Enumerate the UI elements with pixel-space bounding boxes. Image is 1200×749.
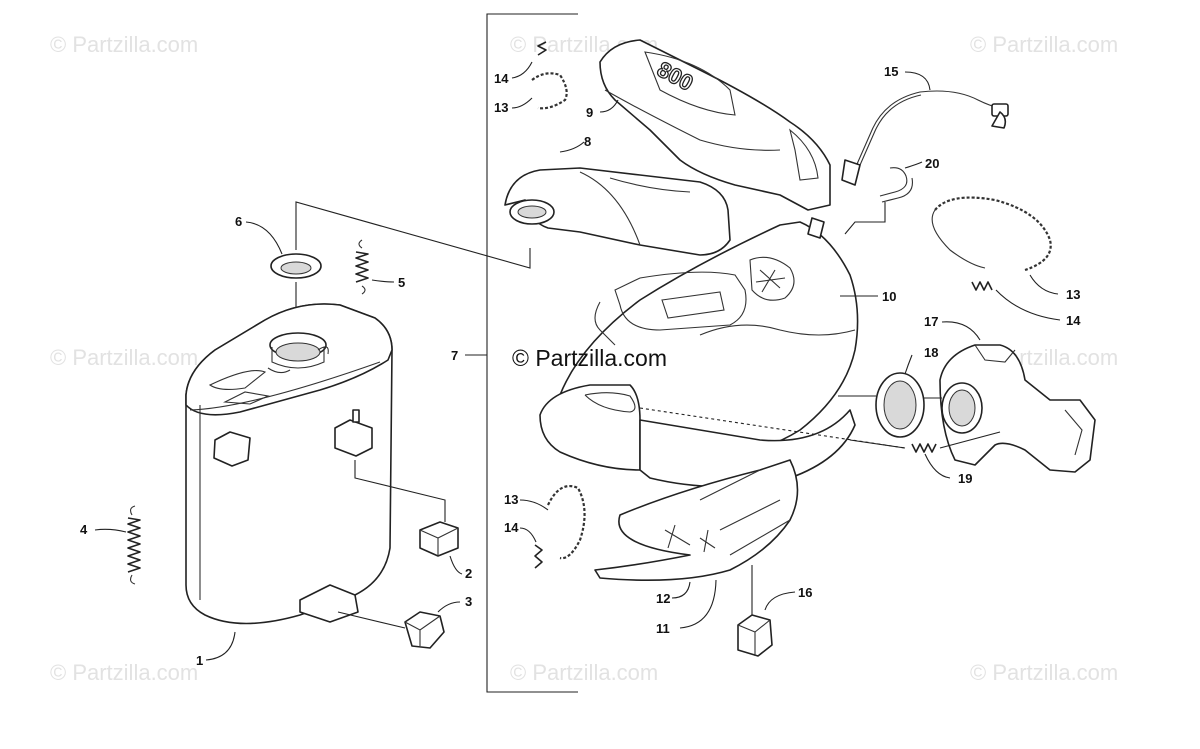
callout-13: 13 bbox=[1066, 287, 1080, 302]
watermark: © Partzilla.com bbox=[50, 660, 199, 685]
copyright-text: © Partzilla.com bbox=[512, 345, 667, 371]
leader-2-up bbox=[354, 460, 446, 522]
leader-19c bbox=[939, 431, 1001, 449]
callout-11: 11 bbox=[656, 621, 670, 636]
leader-13b bbox=[519, 499, 549, 511]
leader-4 bbox=[94, 528, 127, 533]
callout-14: 14 bbox=[1066, 313, 1081, 328]
callout-14: 14 bbox=[494, 71, 509, 86]
dashed-alignment-line bbox=[639, 407, 906, 449]
callout-7: 7 bbox=[451, 348, 458, 363]
callout-10: 10 bbox=[882, 289, 896, 304]
callout-3: 3 bbox=[465, 594, 472, 609]
muffler[interactable] bbox=[185, 303, 393, 625]
clip-part-2[interactable] bbox=[419, 521, 459, 557]
leader-6b bbox=[295, 201, 531, 269]
callout-12: 12 bbox=[656, 591, 670, 606]
spring-part-4[interactable] bbox=[127, 505, 141, 585]
leader-6 bbox=[245, 221, 283, 255]
watermark: © Partzilla.com bbox=[50, 32, 199, 57]
callout-2: 2 bbox=[465, 566, 472, 581]
ring-part-18[interactable] bbox=[875, 372, 925, 438]
watermark: © Partzilla.com bbox=[50, 345, 199, 370]
leader-9 bbox=[599, 99, 619, 113]
silencer-shell-part-9[interactable]: 800 bbox=[599, 39, 831, 211]
leader-1 bbox=[205, 631, 236, 661]
leader-17 bbox=[941, 321, 981, 341]
leader-2 bbox=[449, 555, 463, 575]
clip-part-3[interactable] bbox=[404, 611, 445, 649]
callout-13: 13 bbox=[494, 100, 508, 115]
leader-14a bbox=[511, 61, 533, 79]
spring-part-5[interactable] bbox=[355, 239, 369, 295]
callout-17: 17 bbox=[924, 314, 938, 329]
spring-right[interactable] bbox=[971, 281, 993, 291]
spring-part-19[interactable] bbox=[911, 443, 937, 453]
leader-13a bbox=[511, 97, 533, 109]
leader-12 bbox=[671, 581, 691, 599]
leader-3 bbox=[437, 601, 461, 613]
callout-8: 8 bbox=[584, 134, 591, 149]
heat-shield-part-12[interactable] bbox=[594, 459, 799, 582]
lower-heat-shield[interactable] bbox=[539, 384, 856, 488]
muffler-bracket-upper bbox=[213, 409, 373, 467]
clamp-band-top[interactable] bbox=[531, 72, 568, 110]
watermark: © Partzilla.com bbox=[510, 660, 659, 685]
callout-9: 9 bbox=[586, 105, 593, 120]
group-bracket bbox=[486, 13, 578, 693]
leader-5 bbox=[371, 279, 395, 283]
callout-18: 18 bbox=[924, 345, 938, 360]
leader-3-up bbox=[337, 611, 406, 629]
leader-8 bbox=[559, 141, 585, 153]
leader-11 bbox=[679, 579, 717, 629]
leader-14b bbox=[519, 527, 537, 543]
callout-1: 1 bbox=[196, 653, 203, 668]
spring-lower[interactable] bbox=[534, 544, 543, 569]
callout-5: 5 bbox=[398, 275, 405, 290]
watermark: © Partzilla.com bbox=[970, 660, 1119, 685]
callout-13: 13 bbox=[504, 492, 518, 507]
hook-part-20[interactable] bbox=[879, 167, 913, 203]
leader-15 bbox=[904, 71, 931, 91]
elbow-pipe-part-8[interactable] bbox=[504, 167, 731, 256]
callout-16: 16 bbox=[798, 585, 812, 600]
callout-19: 19 bbox=[958, 471, 972, 486]
leader-13c bbox=[1029, 274, 1059, 295]
spring-top[interactable] bbox=[537, 41, 547, 56]
callout-6: 6 bbox=[235, 214, 242, 229]
grommet-part-6[interactable] bbox=[270, 253, 322, 279]
callout-14: 14 bbox=[504, 520, 519, 535]
watermark: © Partzilla.com bbox=[970, 32, 1119, 57]
leader-14c bbox=[995, 289, 1061, 321]
manifold-part-17[interactable] bbox=[939, 344, 1096, 473]
leader-18 bbox=[904, 354, 913, 375]
callout-15: 15 bbox=[884, 64, 898, 79]
leader-16 bbox=[764, 591, 796, 611]
clamp-band-right[interactable] bbox=[931, 196, 1052, 272]
callout-4: 4 bbox=[80, 522, 88, 537]
clamp-band-lower[interactable] bbox=[547, 484, 586, 560]
leader-19 bbox=[924, 453, 951, 479]
callout-20: 20 bbox=[925, 156, 939, 171]
clip-part-16[interactable] bbox=[737, 614, 773, 657]
sensor-part-15[interactable] bbox=[807, 90, 1009, 239]
leader-20b bbox=[844, 202, 886, 235]
leader-20 bbox=[904, 161, 923, 169]
